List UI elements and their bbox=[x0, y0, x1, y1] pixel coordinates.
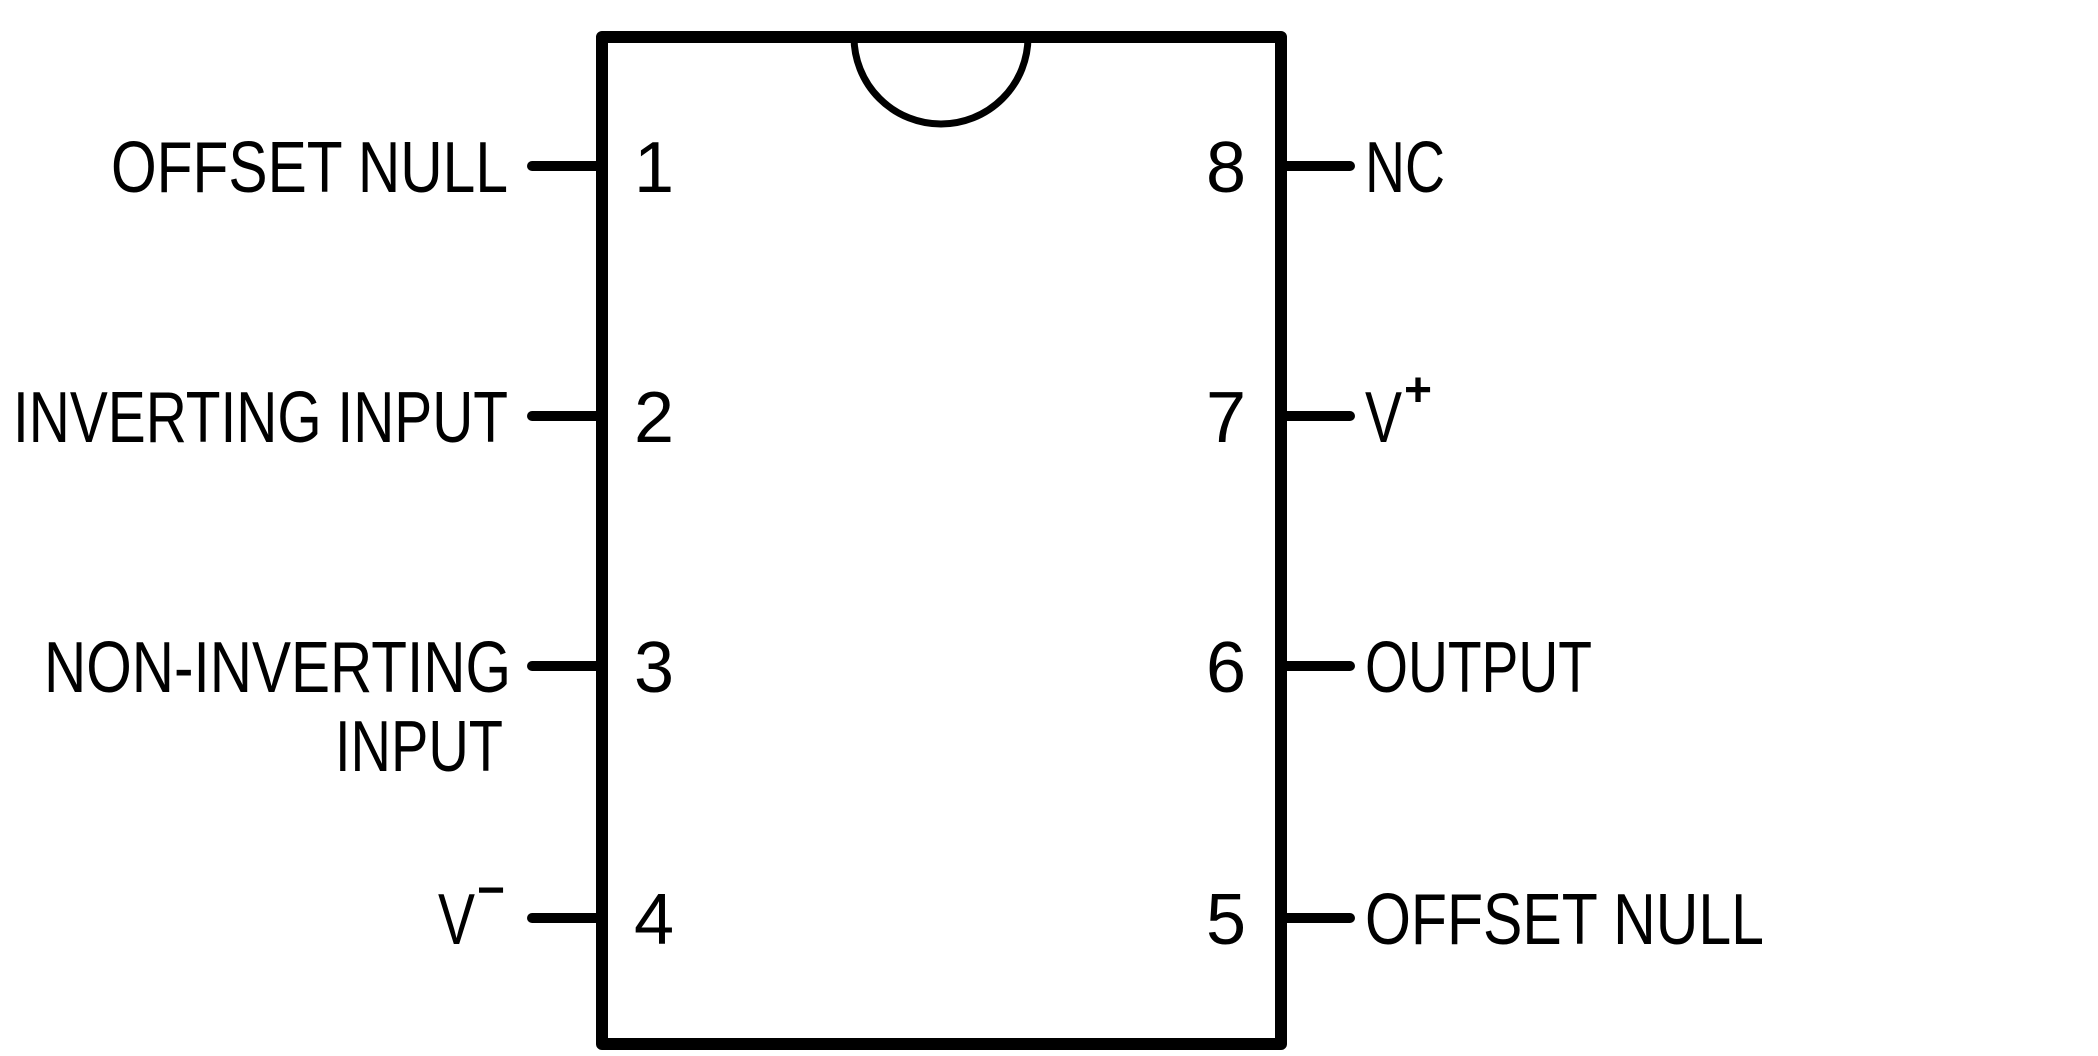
pin-3-number: 3 bbox=[634, 628, 674, 708]
pin-4-number: 4 bbox=[634, 880, 674, 960]
package-body bbox=[596, 31, 1287, 1050]
pin-2-number: 2 bbox=[634, 378, 674, 458]
pin1-notch bbox=[850, 36, 1032, 128]
pin-1-number: 1 bbox=[634, 128, 674, 208]
pin-7-number: 7 bbox=[1206, 378, 1246, 458]
pin-8-number: 8 bbox=[1206, 128, 1246, 208]
pin-6-label: OUTPUT bbox=[1365, 628, 1592, 708]
pin-7-label: V bbox=[1365, 378, 1402, 458]
pin-2-label: INVERTING INPUT bbox=[13, 378, 508, 458]
pin-8-label: NC bbox=[1365, 128, 1445, 208]
pin-7-superscript-plus: + bbox=[1404, 364, 1432, 417]
pin-5-label: OFFSET NULL bbox=[1365, 880, 1764, 960]
pin-1-label: OFFSET NULL bbox=[111, 128, 508, 208]
pin-4-superscript-minus: − bbox=[477, 864, 505, 917]
pin-3-label-line2: INPUT bbox=[335, 707, 503, 787]
pin-4-label: V bbox=[438, 880, 475, 960]
pin-6-number: 6 bbox=[1206, 628, 1246, 708]
pin-5-number: 5 bbox=[1206, 880, 1246, 960]
pin-3-label: NON-INVERTING bbox=[44, 628, 511, 708]
